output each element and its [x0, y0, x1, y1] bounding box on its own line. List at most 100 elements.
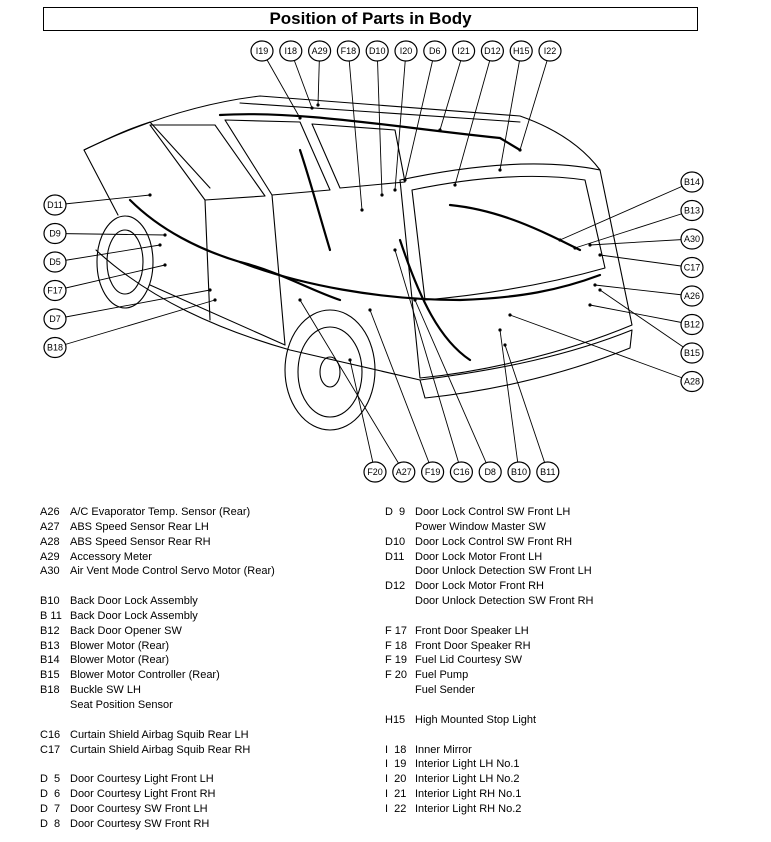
rear-wheel-hub [319, 356, 341, 388]
legend-names: Back Door Lock Assembly [70, 594, 198, 609]
callout-label: F19 [425, 467, 441, 477]
legend-part-name: Power Window Master SW [415, 520, 546, 533]
callout-d6: D6 [423, 40, 447, 62]
leader-line-b14 [559, 181, 693, 241]
legend-part-name: Back Door Lock Assembly [70, 595, 198, 608]
legend-code: D10 [385, 535, 406, 548]
callout-bubble [478, 461, 502, 483]
rear-hatch [399, 163, 633, 379]
leader-line-i21 [439, 50, 465, 131]
legend-code: D11 [385, 550, 405, 563]
legend-code: A28 [40, 535, 60, 548]
legend-part-name: Door Unlock Detection SW Front LH [415, 565, 592, 578]
callout-a26: A26 [680, 285, 704, 307]
leader-line-c16 [394, 249, 462, 473]
callout-i18: I18 [279, 40, 303, 62]
legend-part-name: Accessory Meter [70, 550, 152, 563]
legend-names: Interior Light RH No.2 [415, 802, 521, 817]
legend-part-name: ABS Speed Sensor Rear RH [70, 535, 211, 548]
legend-names: Door Courtesy SW Front RH [70, 817, 209, 832]
legend-part-name: Air Vent Mode Control Servo Motor (Rear) [70, 565, 275, 578]
windshield [83, 121, 211, 216]
callout-label: I19 [256, 46, 269, 56]
legend-code: I 22 [385, 802, 407, 815]
callout-label: D6 [429, 46, 441, 56]
callout-b10: B10 [507, 461, 531, 483]
callout-label: D10 [369, 46, 386, 56]
leader-line-f19 [369, 309, 434, 473]
callout-i19: I19 [250, 40, 274, 62]
legend-code: A30 [40, 565, 60, 578]
legend-part-name: Back Door Opener SW [70, 624, 182, 637]
callout-bubble [423, 40, 447, 62]
harness-front [128, 198, 342, 302]
leader-dot-b10 [498, 328, 502, 332]
leader-dot-b18 [213, 298, 217, 302]
callout-bubble [480, 40, 504, 62]
legend-right: D 9 Door Lock Control SW Front LH Power Wi… [385, 505, 765, 817]
callout-f17: F17 [43, 279, 67, 302]
legend-code: I 21 [385, 788, 407, 801]
leader-dot-f20 [348, 358, 352, 362]
callout-bubble [680, 370, 704, 393]
callout-label: B11 [540, 467, 555, 477]
leader-line-a27 [299, 299, 405, 473]
leader-line-d8 [414, 299, 491, 473]
callout-bubble [250, 40, 274, 62]
legend-part-name: Curtain Shield Airbag Squib Rear LH [70, 728, 249, 741]
legend-part-name: Blower Motor Controller (Rear) [70, 669, 220, 682]
legend-code: I 19 [385, 758, 407, 771]
legend-gap [40, 579, 380, 594]
callout-d11: D11 [43, 194, 67, 216]
leader-line-h15 [499, 50, 522, 171]
leader-dot-i21 [438, 128, 442, 132]
rocker-line [149, 284, 286, 346]
callout-b13: B13 [680, 199, 704, 222]
legend-entry: I 22 Interior Light RH No.2 [385, 802, 765, 817]
legend-names: Door Courtesy Light Front RH [70, 787, 216, 802]
front-door-seam [204, 199, 211, 321]
callout-bubble [680, 313, 704, 336]
legend-part-name: Seat Position Sensor [70, 698, 173, 711]
leader-dot-b12 [588, 303, 592, 307]
callout-bubble [279, 40, 303, 62]
leader-line-i19 [261, 50, 301, 119]
leader-dot-d12 [453, 183, 457, 187]
legend-part-name: Curtain Shield Airbag Squib Rear RH [70, 743, 251, 756]
legend-code: B 11 [40, 609, 62, 622]
legend-names: Back Door Lock Assembly [70, 609, 198, 624]
callout-label: A28 [684, 377, 700, 387]
legend-code: D 9 [385, 506, 406, 518]
legend-part-name: Fuel Sender [415, 684, 475, 697]
leader-line-a30 [589, 238, 693, 246]
callout-bubble [509, 40, 533, 62]
legend-part-name: Back Door Lock Assembly [70, 609, 198, 622]
legend-part-name: Door Lock Control SW Front LH [415, 506, 571, 518]
legend-code: H15 [385, 713, 406, 726]
callout-label: D7 [49, 314, 61, 324]
legend-entry: D 8 Door Courtesy SW Front RH [40, 817, 380, 832]
callout-bubble [43, 336, 67, 359]
page-title-text: Position of Parts in Body [269, 9, 472, 28]
callout-label: F20 [367, 467, 383, 477]
callout-d8: D8 [478, 461, 502, 483]
callout-c16: C16 [449, 461, 473, 483]
vehicle-outline [83, 95, 633, 431]
legend-code: C16 [40, 728, 61, 741]
leader-line-c17 [599, 254, 693, 268]
legend-code: D 8 [40, 817, 61, 830]
legend-part-name: Fuel Pump [415, 669, 469, 682]
callout-a29: A29 [308, 40, 332, 62]
callout-label: D9 [49, 229, 61, 239]
callout-bubble [336, 40, 360, 62]
side-window-rear [311, 123, 406, 189]
leader-dot-d6 [403, 178, 407, 182]
legend-part-name: Door Courtesy Light Front RH [70, 788, 216, 801]
